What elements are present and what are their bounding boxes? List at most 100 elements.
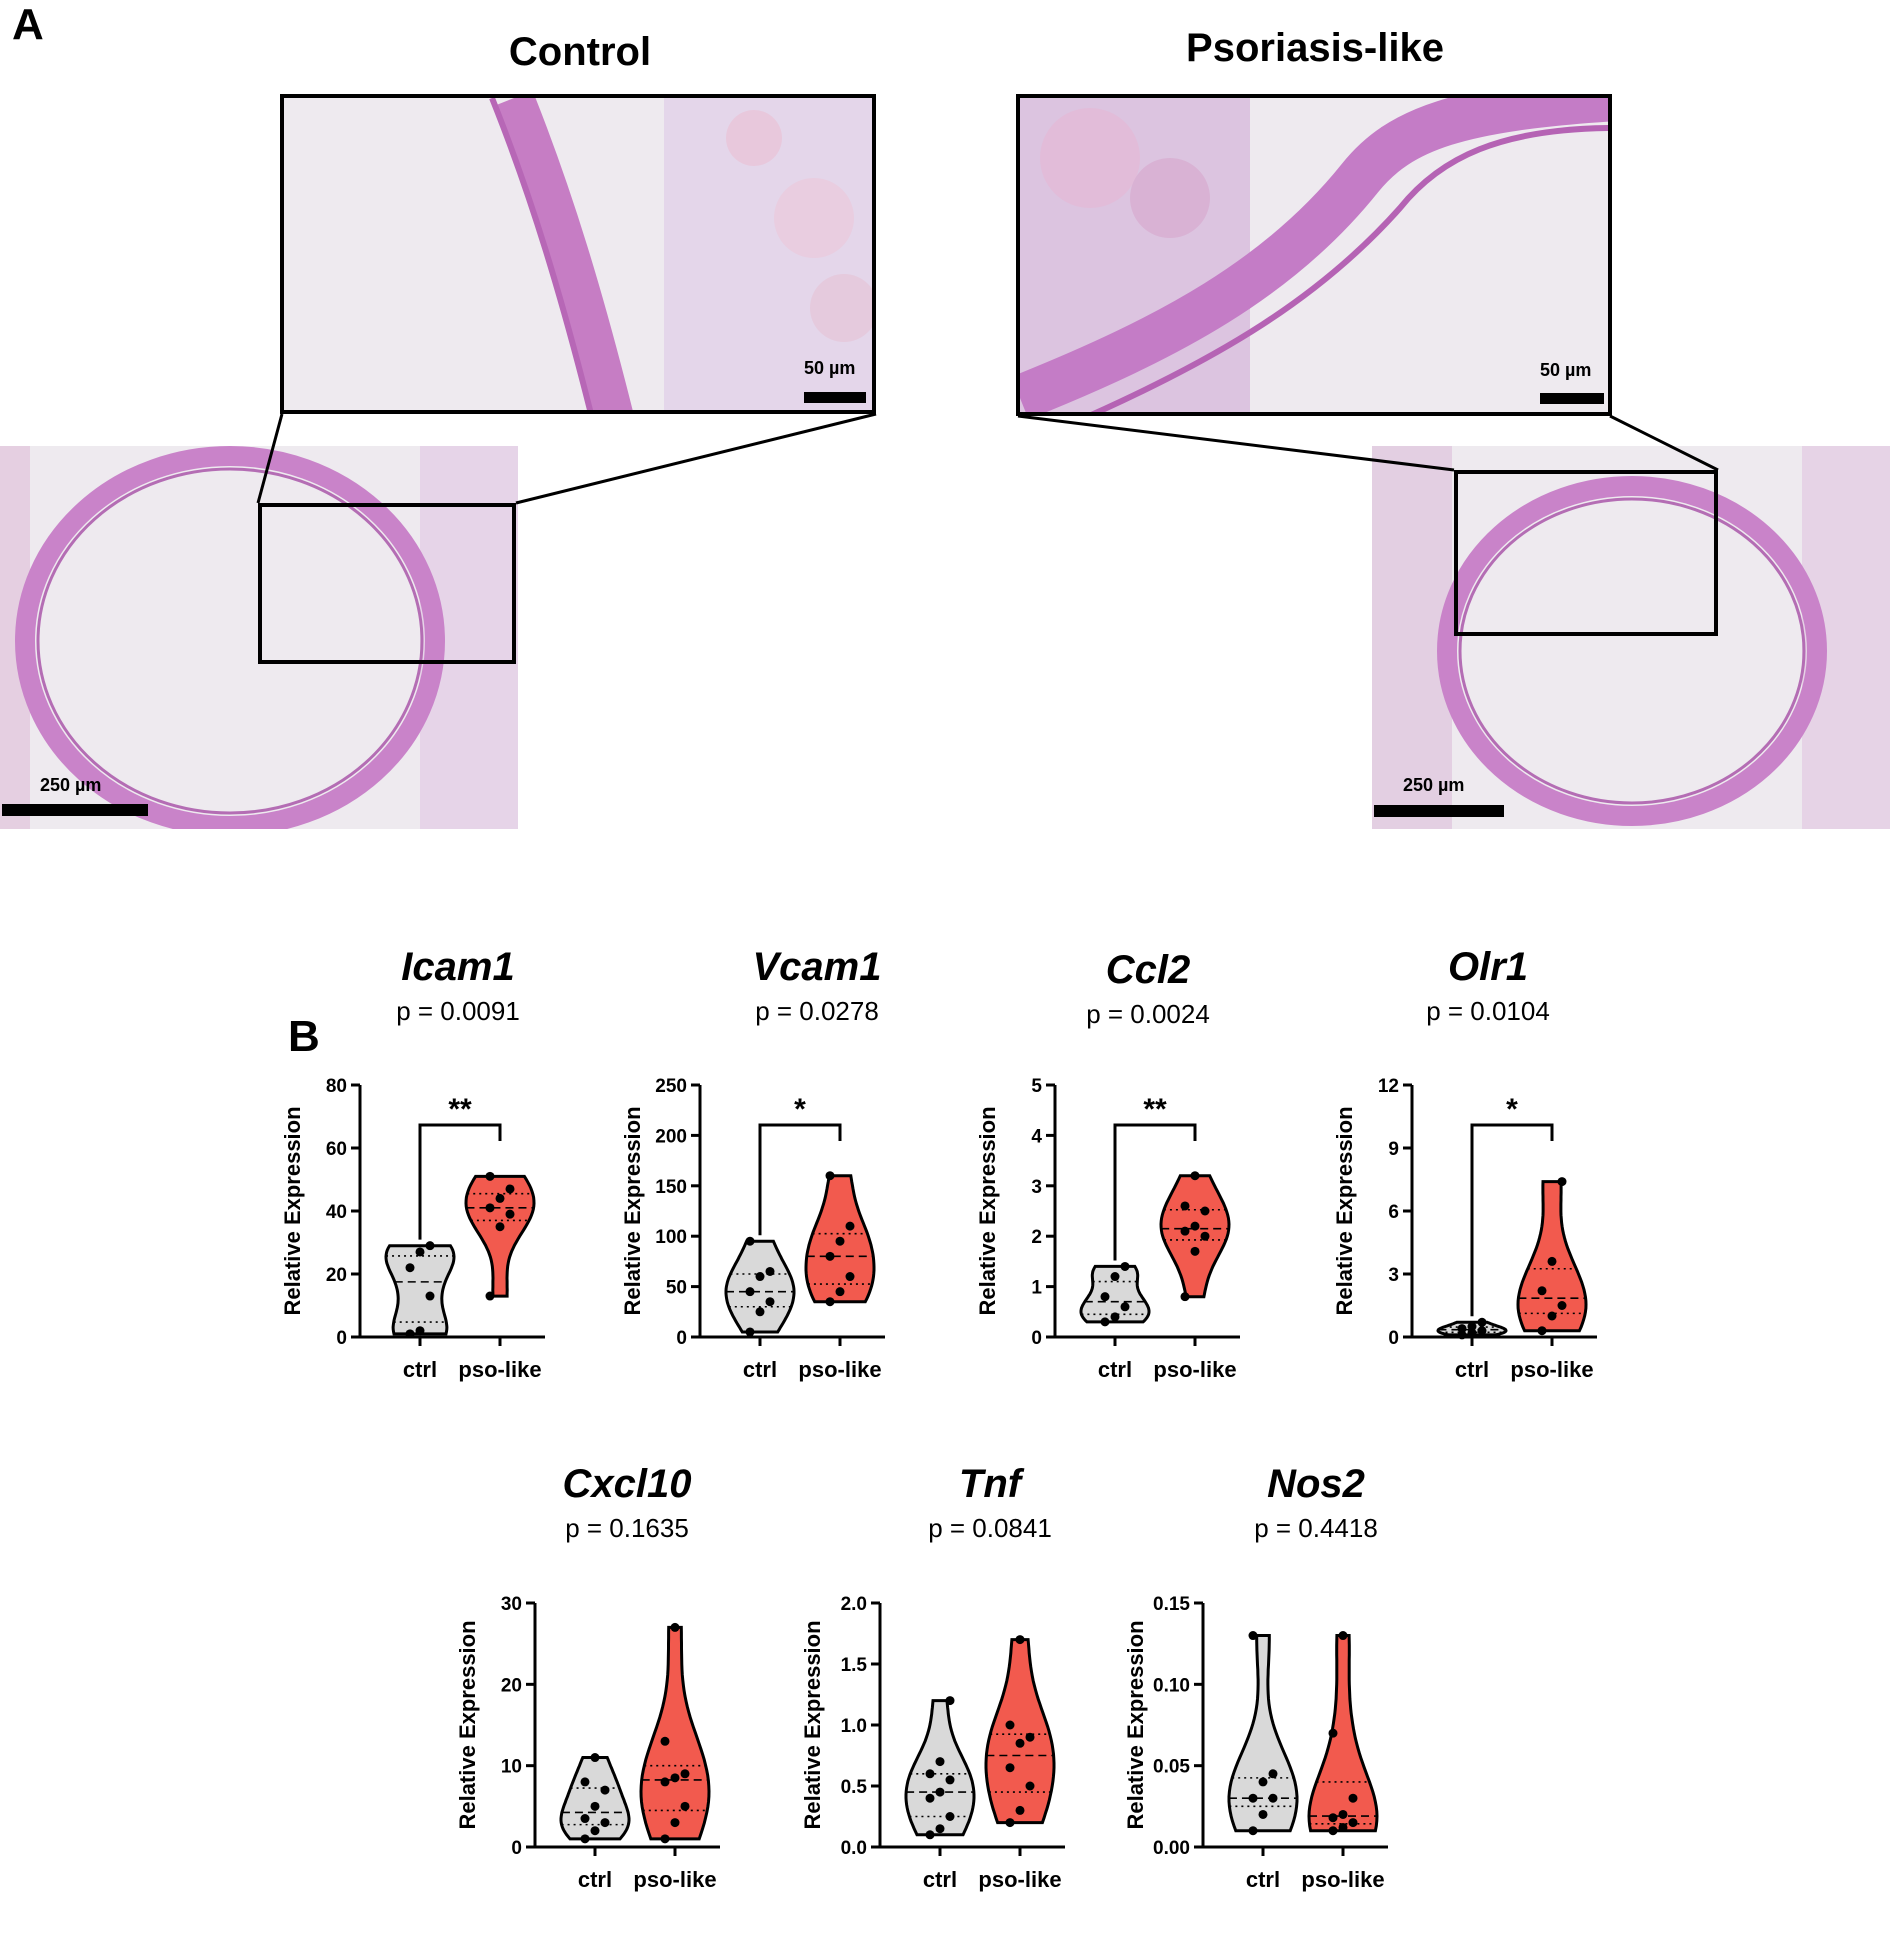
panel-a-letter: A (12, 0, 44, 49)
y-tick-label: 0 (511, 1838, 522, 1859)
y-tick-label: 100 (655, 1227, 687, 1248)
data-point (600, 1785, 610, 1795)
data-point (1025, 1781, 1035, 1791)
data-point (1477, 1326, 1487, 1336)
y-tick-label: 0 (1031, 1328, 1042, 1349)
data-point (825, 1251, 835, 1261)
y-tick-label: 0.10 (1153, 1675, 1190, 1696)
psoriasis-connector-right (1609, 414, 1719, 472)
data-point (1005, 1763, 1015, 1773)
data-point (1547, 1311, 1557, 1321)
psoriasis-overview-scale-label: 250 µm (1403, 775, 1465, 795)
violin-pso-like (1307, 1634, 1379, 1833)
y-tick-label: 80 (326, 1076, 347, 1097)
chart-icam1-pvalue: p = 0.0091 (396, 996, 520, 1026)
y-tick-label: 0 (336, 1328, 347, 1349)
y-tick-label: 10 (501, 1757, 522, 1778)
data-point (1190, 1171, 1200, 1181)
data-point (1338, 1809, 1348, 1819)
data-point (845, 1272, 855, 1282)
data-point (415, 1247, 425, 1257)
violin-ctrl (904, 1699, 976, 1837)
data-point (660, 1736, 670, 1746)
psoriasis-overview-tissue (1372, 446, 1890, 829)
x-tick-label-ctrl: ctrl (578, 1867, 612, 1892)
data-point (670, 1818, 680, 1828)
data-point (495, 1222, 505, 1232)
y-tick-label: 0.15 (1153, 1594, 1190, 1615)
y-axis-label: Relative Expression (455, 1620, 480, 1829)
psoriasis-connector-left (1017, 414, 1455, 472)
data-point (600, 1818, 610, 1828)
data-point (1100, 1317, 1110, 1327)
chart-nos2-title: Nos2 (1267, 1462, 1365, 1506)
y-axis-label: Relative Expression (975, 1106, 1000, 1315)
zoom-connector-lines (256, 412, 1719, 505)
chart-tnf-title: Tnf (958, 1462, 1022, 1506)
data-point (580, 1814, 590, 1824)
violin-ctrl (724, 1239, 796, 1334)
control-overview-tissue (0, 446, 518, 829)
significance-bracket (418, 1123, 502, 1240)
data-point (925, 1830, 935, 1840)
data-point (590, 1753, 600, 1763)
chart-vcam1-pvalue: p = 0.0278 (755, 996, 879, 1026)
significance-stars: ** (448, 1093, 472, 1126)
data-point (1338, 1631, 1348, 1641)
y-tick-label: 60 (326, 1139, 347, 1160)
y-tick-label: 0.05 (1153, 1757, 1190, 1778)
y-tick-label: 0.5 (841, 1777, 868, 1798)
x-tick-label-pso-like: pso-like (798, 1357, 881, 1382)
x-tick-label-pso-like: pso-like (1510, 1357, 1593, 1382)
control-overview-zoom-box (258, 503, 516, 664)
chart-olr1-pvalue: p = 0.0104 (1426, 996, 1550, 1026)
data-point (1200, 1206, 1210, 1216)
significance-bracket (1113, 1123, 1197, 1261)
psoriasis-inset-image (1016, 94, 1612, 416)
data-point (755, 1272, 765, 1282)
x-tick-label-ctrl: ctrl (743, 1357, 777, 1382)
control-inset-image (280, 94, 876, 414)
control-connector-left (256, 413, 284, 504)
y-axis-label: Relative Expression (1123, 1620, 1148, 1829)
data-point (1120, 1261, 1130, 1271)
data-point (1200, 1231, 1210, 1241)
x-tick-label-ctrl: ctrl (923, 1867, 957, 1892)
data-point (485, 1171, 495, 1181)
data-point (1248, 1826, 1258, 1836)
violin-ctrl (1227, 1634, 1299, 1833)
psoriasis-overview-image (1372, 446, 1890, 829)
data-point (765, 1266, 775, 1276)
data-point (825, 1171, 835, 1181)
data-point (745, 1327, 755, 1337)
significance-stars: * (794, 1093, 806, 1126)
y-tick-label: 2.0 (841, 1594, 867, 1615)
data-point (405, 1329, 415, 1339)
data-point (1015, 1805, 1025, 1815)
y-tick-label: 3 (1031, 1177, 1042, 1198)
data-point (935, 1787, 945, 1797)
y-tick-label: 3 (1388, 1265, 1399, 1286)
data-point (1328, 1813, 1338, 1823)
data-point (1348, 1818, 1358, 1828)
y-axis-label: Relative Expression (800, 1620, 825, 1829)
y-tick-label: 0.0 (841, 1838, 867, 1859)
control-connector-right (515, 412, 877, 505)
psoriasis-inset-scalebar (1540, 393, 1604, 404)
data-point (1110, 1312, 1120, 1322)
violin-ctrl (1079, 1264, 1151, 1324)
y-tick-label: 0.00 (1153, 1838, 1190, 1859)
data-point (945, 1812, 955, 1821)
data-point (1338, 1822, 1348, 1832)
data-point (945, 1696, 955, 1706)
data-point (590, 1801, 600, 1811)
psoriasis-inset-tissue (1020, 98, 1608, 412)
data-point (1547, 1256, 1557, 1266)
data-point (1268, 1769, 1278, 1779)
data-point (1537, 1286, 1547, 1296)
y-tick-label: 0 (1388, 1328, 1399, 1349)
